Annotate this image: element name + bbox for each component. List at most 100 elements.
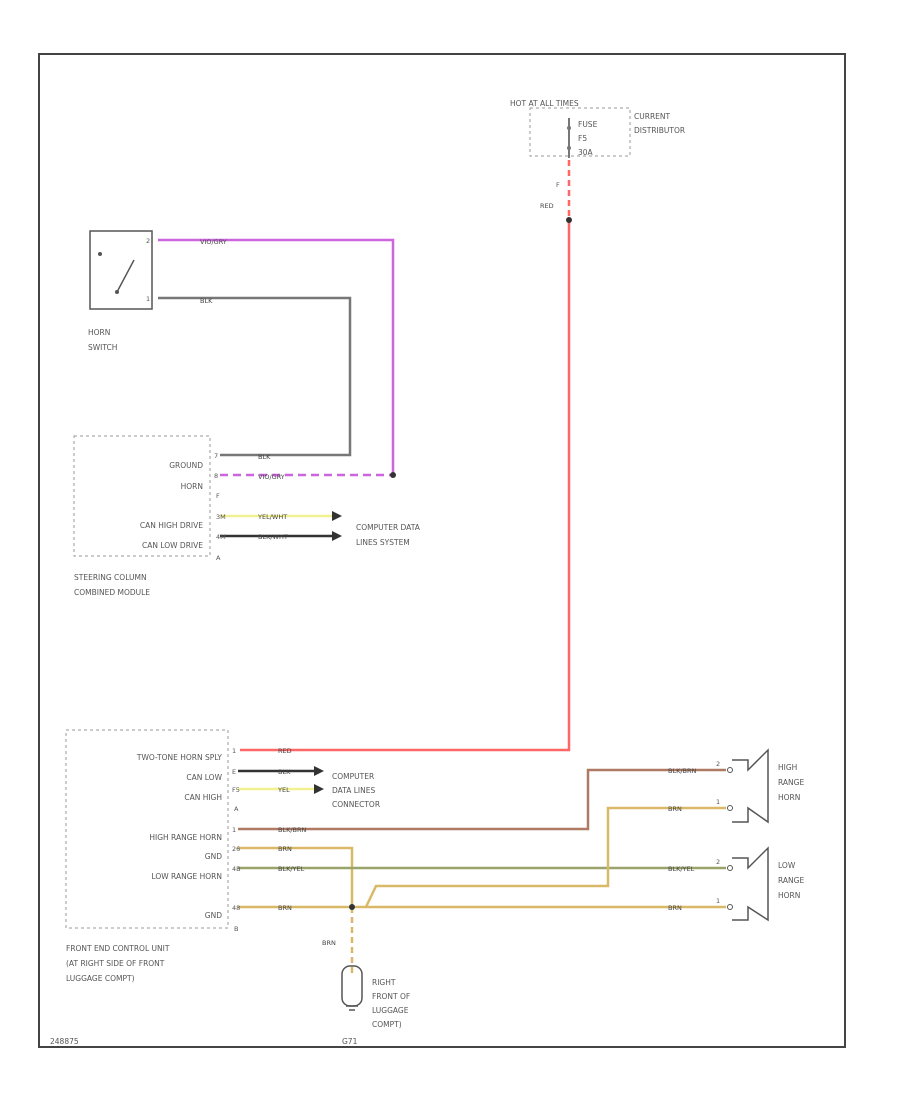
feu-dest-line1: COMPUTER [332,772,374,781]
steering-dest-line2: LINES SYSTEM [356,538,410,547]
fuse-node-bottom [567,146,571,150]
fuse-pin: F [556,181,560,189]
high-horn-wire-bottom: BRN [668,805,682,813]
steering-row-can-low-label: CAN LOW DRIVE [142,541,203,550]
low-horn-pin-top: 2 [716,858,720,866]
feu-wire-gnd2: BRN [278,904,292,912]
low-horn-pin-top-node [727,865,733,871]
horn-switch-box [89,230,153,310]
feu-connector-b: B [234,925,238,933]
fuse-label: FUSE [578,120,598,129]
horn-switch-wire-top: VIO/GRY [200,238,227,246]
steering-row-can-high-label: CAN HIGH DRIVE [140,521,203,530]
high-horn-label-line2: RANGE [778,778,804,787]
horn-switch-lever [116,259,135,293]
horn-switch-label-line1: HORN [88,328,110,337]
steering-pin-can-high: 3M [216,513,226,521]
horn-switch-label-line2: SWITCH [88,343,117,352]
ground-label-line1: RIGHT [372,978,396,987]
ground-code: G71 [342,1037,358,1046]
low-horn-wire-bottom: BRN [668,904,682,912]
feu-wire-can-low: BLK [278,768,291,776]
high-range-horn [727,748,769,824]
steering-connector-a: A [216,554,221,562]
steering-dest-line1: COMPUTER DATA [356,523,421,532]
steering-pin-horn: 8 [214,472,218,480]
low-horn-label-line3: HORN [778,891,800,900]
horn-switch-wire-bottom: BLK [200,297,213,305]
feu-label-line1: FRONT END CONTROL UNIT [66,944,170,953]
feu-pin-gnd1: 26 [232,845,240,853]
fuse-block-box [529,107,631,157]
fuse-block-title: HOT AT ALL TIMES [510,99,579,108]
corner-code: 248875 [50,1037,79,1046]
wires [158,160,726,975]
low-horn-symbol [732,846,769,922]
feu-row-gnd1-label: GND [205,852,222,861]
feu-wire-can-high: YEL [277,786,290,794]
feu-row-can-low-label: CAN LOW [186,773,222,782]
ground-splice [349,904,355,910]
feu-row-low-horn-label: LOW RANGE HORN [151,872,222,881]
horn-switch-pin-top: 2 [146,237,150,245]
steering-pin-can-low: 4M [216,533,226,541]
feu-dest-line3: CONNECTOR [332,800,380,809]
wire-gnd-26 [238,846,354,905]
current-distributor-line1: CURRENT [634,112,670,121]
wire-violet-horn-switch [158,238,395,475]
fuse-number: F5 [578,134,587,143]
high-horn-pin-bottom-node [727,805,733,811]
feu-row-gnd2-label: GND [205,911,222,920]
feu-connector-a: A [234,805,239,813]
steering-row-horn-label: HORN [181,482,203,491]
feu-pin-gnd2: 48 [232,904,240,912]
ground-label-line3: LUGGAGE [372,1006,409,1015]
horn-wire-junction [390,472,396,478]
feu-pin-can-high: F5 [232,786,240,794]
steering-module-label-line1: STEERING COLUMN [74,573,147,582]
feu-row-can-high-label: CAN HIGH [184,793,222,802]
wire-high-range-horn [238,768,726,831]
low-horn-pin-bottom-node [727,904,733,910]
front-end-unit-box [65,729,229,929]
low-range-horn [727,846,769,922]
high-horn-pin-top-node [727,767,733,773]
horn-switch-contact-top [98,252,102,256]
feu-pin-can-low: E [232,768,236,776]
low-horn-wire-top: BLK/YEL [668,865,695,873]
feu-pin-supply: 1 [232,747,236,755]
high-horn-label-line3: HORN [778,793,800,802]
steering-module-box [73,435,211,557]
low-horn-label-line2: RANGE [778,876,804,885]
ground-wire-label: BRN [322,939,336,947]
wire-high-horn-ground [364,806,726,908]
high-horn-pin-top: 2 [716,760,720,768]
feu-row-high-horn-label: HIGH RANGE HORN [149,833,222,842]
red-wire-node [566,217,572,223]
steering-wire-can-high: YEL/WHT [257,513,287,521]
horn-switch-contact-bottom [115,290,119,294]
diagram-frame [38,53,846,1048]
feu-row-supply-label: TWO-TONE HORN SPLY [136,753,223,762]
feu-wire-low-horn: BLK/YEL [278,865,305,873]
low-horn-pin-bottom: 1 [716,897,720,905]
steering-module-label-line2: COMBINED MODULE [74,588,150,597]
steering-wire-can-low: BLK/WHT [258,533,288,541]
wire-gray-ground [158,296,352,457]
feu-label-line3: LUGGAGE COMPT) [66,974,135,983]
steering-connector-f: F [216,492,220,500]
arrow-can-low [314,766,324,776]
feu-pin-low-horn: 4B [232,865,241,873]
high-horn-label-line1: HIGH [778,763,797,772]
ground-label-line4: COMPT) [372,1020,402,1029]
high-horn-wire-top: BLK/BRN [668,767,697,775]
steering-pin-ground: 7 [214,452,218,460]
wire-red-supply [240,220,571,752]
feu-wire-high-horn: BLK/BRN [278,826,307,834]
low-horn-label-line1: LOW [778,861,796,870]
fuse-node-top [567,126,571,130]
fuse-rating: 30A [578,148,594,157]
high-horn-pin-bottom: 1 [716,798,720,806]
arrow-can-low-drive [332,531,342,541]
